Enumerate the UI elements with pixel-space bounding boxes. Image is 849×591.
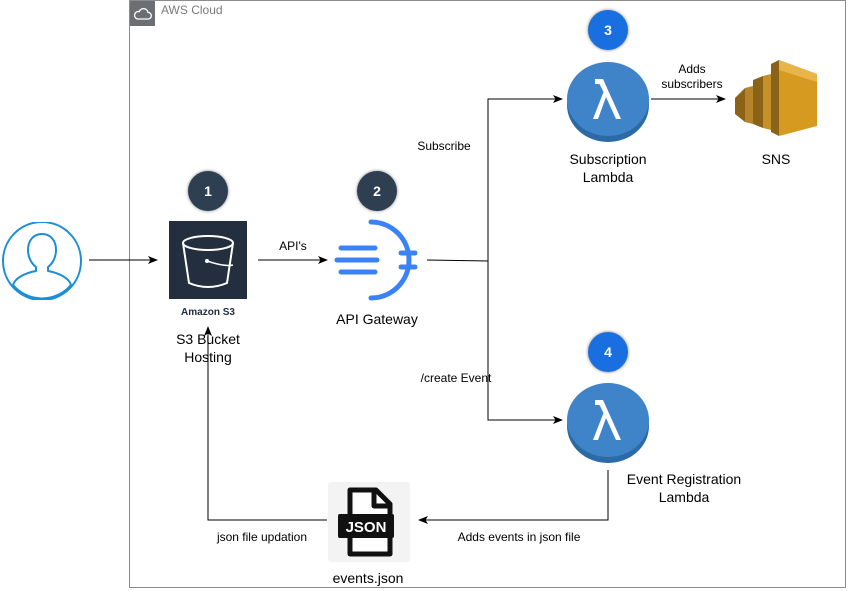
edge-label-subscribe: Subscribe (417, 139, 471, 153)
edge-api-to-event (487, 261, 563, 424)
user-icon (2, 222, 82, 300)
s3-label-line2: Hosting (184, 349, 232, 365)
edge-api-to-subscription (426, 95, 563, 262)
aws-cloud-label: AWS Cloud (161, 3, 223, 17)
edge-label-adds-events: Adds events in json file (457, 530, 581, 544)
event-lambda-label-line1: Event Registration (626, 471, 742, 487)
edge-label-adds-subscribers-line2: subscribers (661, 77, 723, 91)
s3-icon-caption: Amazon S3 (181, 307, 235, 318)
badge-s3: 1 (188, 171, 228, 211)
subscription-lambda-label-line2: Lambda (582, 169, 634, 185)
badge-api-gateway: 2 (357, 171, 397, 211)
lambda-icon (567, 383, 649, 463)
sns-icon (735, 60, 817, 136)
s3-label-line1: S3 Bucket (176, 331, 240, 347)
badge-event-lambda: 4 (588, 332, 628, 372)
events-json-label: events.json (332, 570, 404, 586)
edge-label-apis: API's (279, 239, 307, 253)
api-gateway-label: API Gateway (336, 311, 418, 327)
edge-label-create-event: /create Event (420, 371, 492, 385)
cloud-icon (130, 1, 155, 26)
lambda-icon (567, 62, 649, 142)
event-lambda-label-line2: Lambda (658, 489, 710, 505)
edge-label-json-updation: json file updation (216, 530, 308, 544)
badge-subscription-lambda: 3 (588, 10, 628, 50)
edge-json-to-s3 (204, 326, 327, 521)
s3-bucket-icon (169, 221, 247, 299)
sns-label: SNS (761, 151, 791, 167)
subscription-lambda-label-line1: Subscription (569, 151, 647, 167)
aws-cloud-group: AWS Cloud (129, 0, 846, 588)
edge-label-adds-subscribers-line1: Adds (678, 62, 706, 76)
json-icon-text: JSON (346, 519, 387, 536)
edge-event-to-json (418, 470, 609, 524)
api-gateway-icon (334, 219, 418, 301)
json-file-icon: JSON (328, 482, 410, 562)
